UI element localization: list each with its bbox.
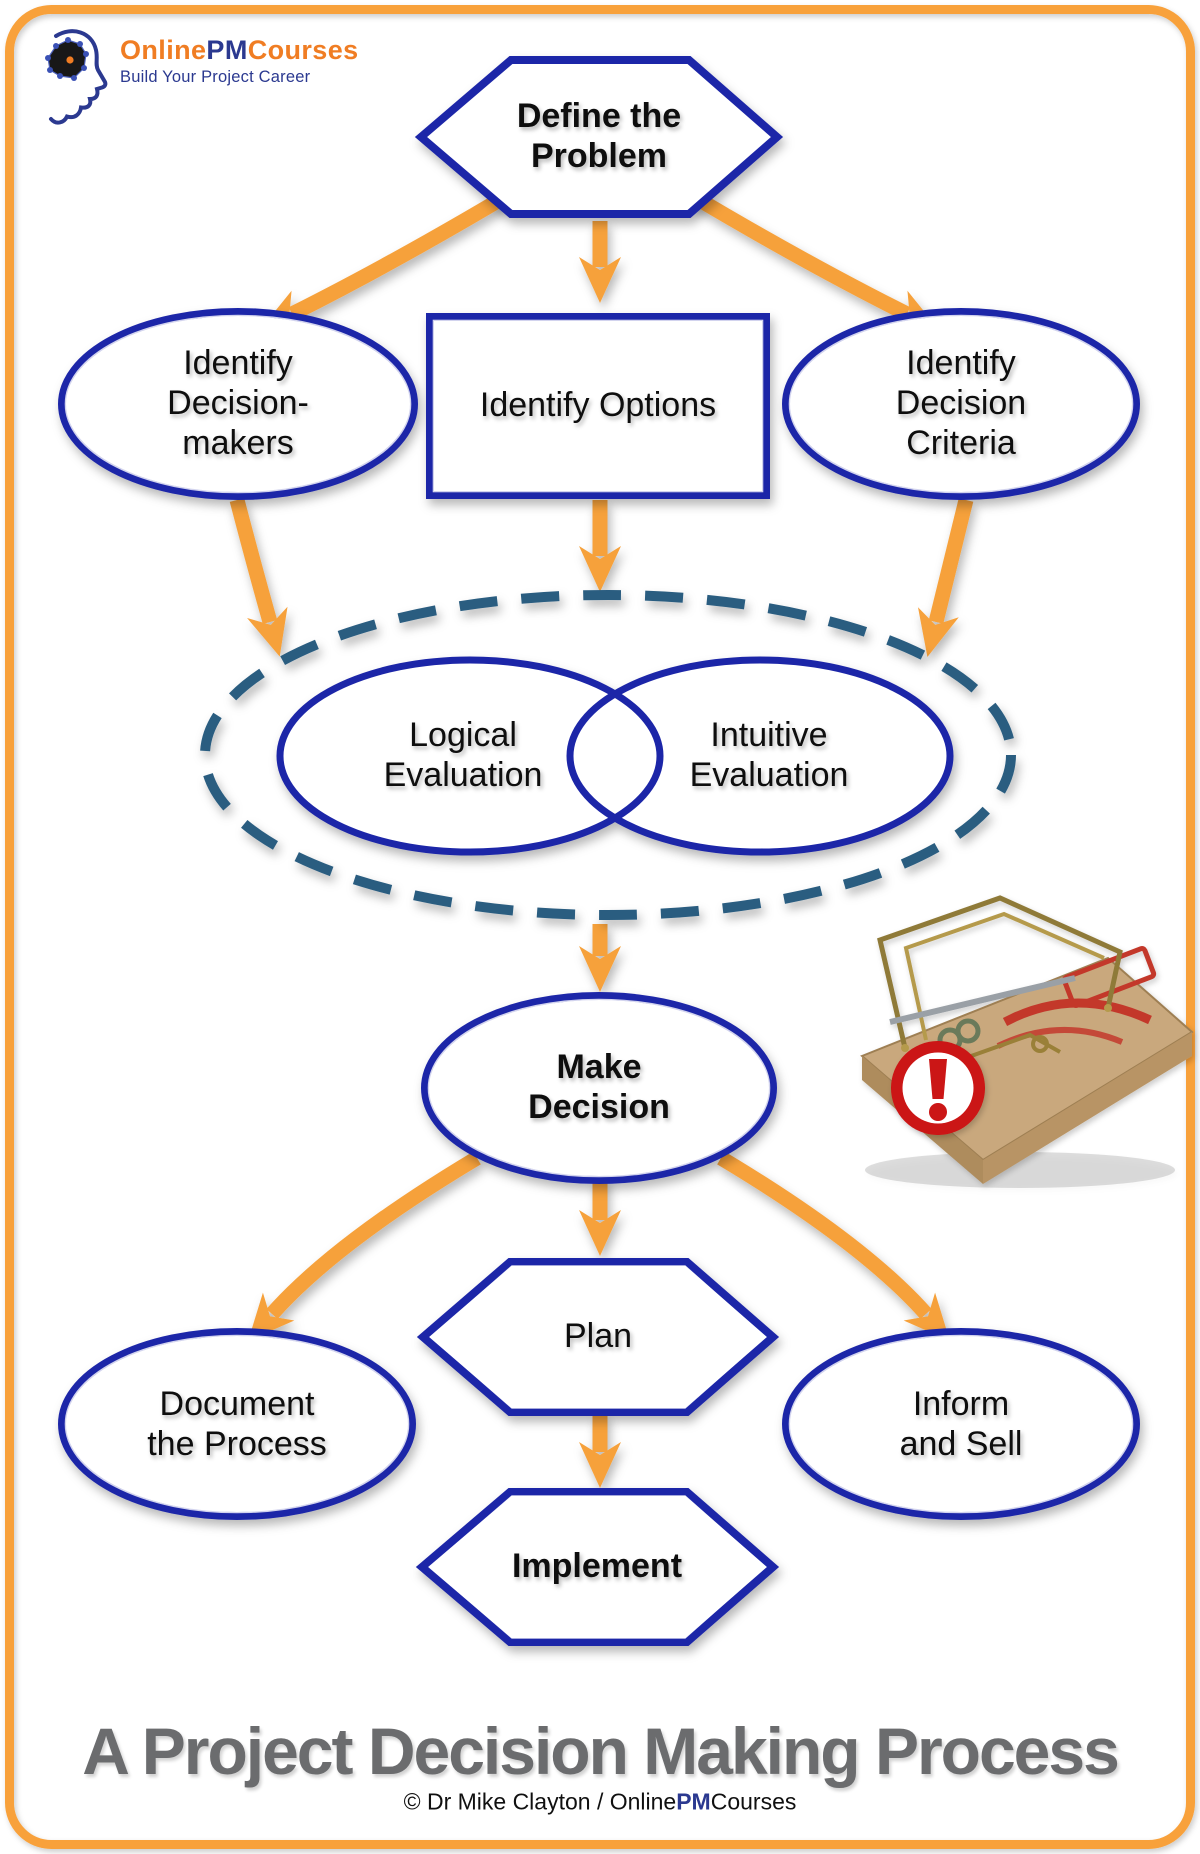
make-decision-inner-line (427, 998, 771, 1178)
define-problem-hexagon-inner-line (427, 64, 771, 210)
brand-name: OnlinePMCourses (120, 35, 359, 66)
mousetrap-red-label-box (1061, 945, 1157, 1009)
flow-arrows (229, 179, 974, 1488)
inform-sell-inner-line (788, 1334, 1134, 1514)
mousetrap-catch-loop (1031, 1035, 1049, 1053)
node-label-logical-evaluation: Logical Evaluation (383, 715, 543, 794)
head-network-icon (45, 29, 108, 125)
warning-icon (891, 1041, 985, 1135)
inform-sell-ellipse (782, 1328, 1140, 1520)
node-label-implement: Implement (511, 1546, 683, 1585)
node-label-plan: Plan (563, 1316, 633, 1355)
mousetrap-red-print-arc (1002, 998, 1152, 1026)
arrow-makers-to-evaluation (229, 498, 288, 657)
arrow-make-decision-to-document (248, 1151, 481, 1341)
plan-hexagon-inner-line (429, 1265, 767, 1409)
mousetrap-shadow (865, 1152, 1175, 1188)
node-label-identify-decision-criteria: Identify Decision Criteria (895, 343, 1027, 463)
node-label-intuitive-evaluation: Intuitive Evaluation (689, 715, 849, 794)
copyright-suffix: Courses (710, 1788, 797, 1815)
arrow-define-to-criteria (672, 179, 940, 331)
mousetrap-spring-coil2 (955, 1018, 981, 1044)
node-label-make-decision: Make Decision (528, 1047, 670, 1126)
logical-evaluation-fill (280, 660, 660, 852)
logical-evaluation-ellipse (276, 656, 664, 856)
intuitive-evaluation-ellipse (566, 656, 954, 856)
mousetrap-image (860, 895, 1194, 1188)
brand-courses: Courses (247, 35, 359, 65)
copyright-pm: PM (676, 1788, 711, 1815)
identify-decision-makers-inner-line (64, 314, 412, 494)
brand-online: Online (120, 35, 207, 65)
document-process-inner-line (64, 1334, 410, 1514)
arrow-criteria-to-evaluation (917, 498, 974, 657)
identify-options-rectangle (426, 313, 770, 499)
identify-decision-criteria-inner-line (788, 314, 1134, 494)
node-label-inform-sell: Inform and Sell (899, 1384, 1023, 1463)
node-label-document-process: Document the Process (147, 1384, 327, 1463)
mousetrap-wire-frame (877, 895, 1123, 1049)
brand-pm: PM (206, 35, 248, 65)
evaluation-dashed-ellipse (200, 590, 1016, 920)
plan-hexagon (416, 1258, 780, 1416)
mousetrap-pin-right (1104, 1004, 1112, 1012)
mousetrap-hammer-bar (889, 975, 1076, 1025)
mousetrap-bait-pedal (959, 1032, 1061, 1062)
exclamation-dot (929, 1103, 947, 1121)
implement-hexagon-inner-line (428, 1495, 767, 1639)
exclamation-bar (929, 1059, 947, 1099)
make-decision-ellipse (421, 992, 777, 1184)
intuitive-evaluation-fill (570, 660, 950, 852)
copyright-line: © Dr Mike Clayton / OnlinePMCourses (404, 1789, 797, 1816)
identify-decision-makers-ellipse (58, 308, 418, 500)
flow-shapes (58, 56, 1140, 1646)
define-problem-hexagon (414, 56, 784, 218)
mousetrap-wood-front-side (983, 1032, 1192, 1184)
poster-title: A Project Decision Making Process (82, 1714, 1120, 1788)
brand-tagline: Build Your Project Career (120, 67, 311, 86)
node-label-identify-options: Identify Options (479, 385, 717, 424)
brand-logo: OnlinePMCourses Build Your Project Caree… (26, 22, 359, 126)
mousetrap-pin-left (901, 1044, 909, 1052)
page-border-frame (5, 5, 1195, 1849)
arrow-make-decision-to-inform (717, 1151, 950, 1341)
arrow-define-to-makers (259, 179, 527, 331)
node-label-identify-decision-makers: Identify Decision- makers (167, 343, 309, 463)
brand-text-block: OnlinePMCourses Build Your Project Caree… (120, 22, 359, 87)
identify-options-inner-line (432, 319, 764, 493)
copyright-prefix: © Dr Mike Clayton / Online (403, 1788, 677, 1815)
document-process-ellipse (58, 1328, 416, 1520)
identify-decision-criteria-ellipse (782, 308, 1140, 500)
implement-hexagon (415, 1488, 780, 1646)
mousetrap-wire-frame2 (903, 911, 1105, 1041)
node-label-define-problem: Define the Problem (516, 96, 682, 175)
